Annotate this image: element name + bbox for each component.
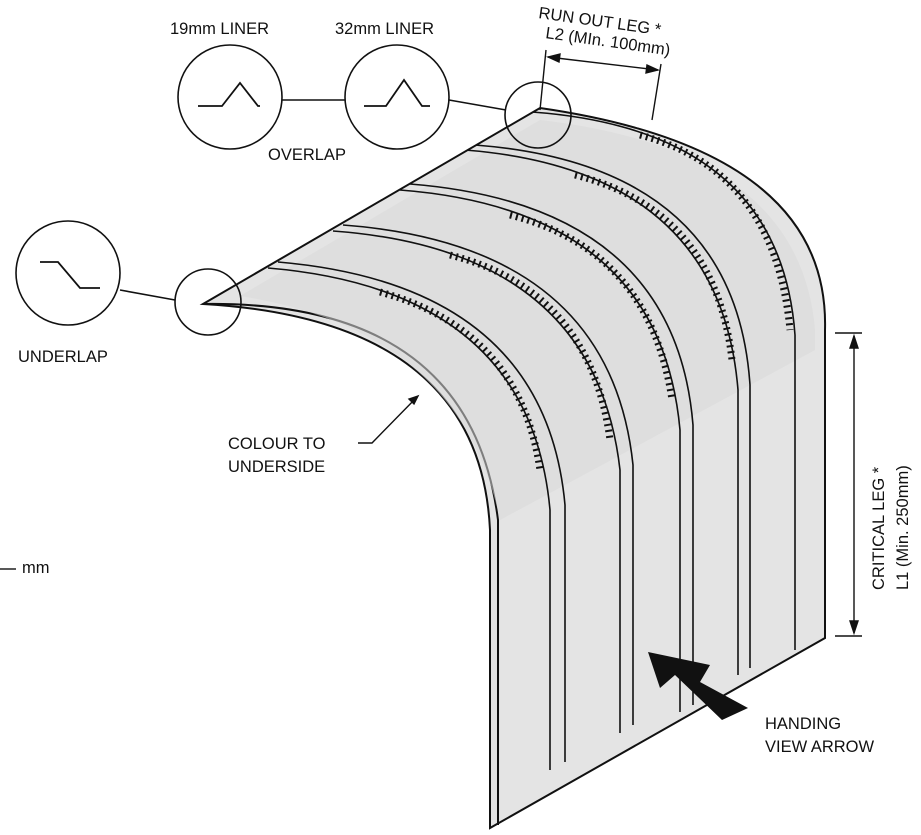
crimp-band-4 [574, 171, 736, 361]
rib-4b [474, 144, 751, 668]
handing-view-arrow-icon [648, 652, 748, 720]
underlap-detail [15, 220, 121, 326]
liner-19mm-label: 19mm LINER [170, 20, 269, 38]
rib-2 [332, 230, 621, 733]
corrugation-ribs [267, 111, 796, 770]
liner-32mm-detail [344, 44, 450, 150]
crimp-band-5 [639, 131, 794, 331]
crimp-hatching [379, 131, 794, 471]
sheet-upper-shade [240, 120, 815, 520]
critical-leg-min-label: L1 (Min. 250mm) [894, 465, 912, 590]
connector-lines [119, 81, 572, 336]
critical-leg-label: CRITICAL LEG * [870, 466, 888, 590]
rib-2b [342, 224, 634, 725]
colour-to-label: COLOUR TO [228, 435, 326, 453]
rib-4 [464, 149, 739, 675]
colour-underside-leader [358, 394, 420, 444]
overlap-label: OVERLAP [268, 146, 346, 164]
run-out-leg-dimension [539, 49, 662, 121]
mm-label: mm [22, 559, 50, 577]
rib-1 [267, 267, 551, 770]
rib-1b [277, 261, 566, 762]
handing-label: HANDING [765, 715, 841, 733]
underside-label: UNDERSIDE [228, 458, 325, 476]
rib-5 [531, 111, 796, 650]
liner-19mm-detail [177, 44, 283, 150]
underlap-label: UNDERLAP [18, 348, 108, 366]
critical-leg-dimension [835, 332, 862, 637]
view-arrow-label: VIEW ARROW [765, 738, 875, 756]
liner-32mm-label: 32mm LINER [335, 20, 434, 38]
curved-sheet-body [199, 106, 827, 830]
rib-3b [409, 183, 694, 705]
